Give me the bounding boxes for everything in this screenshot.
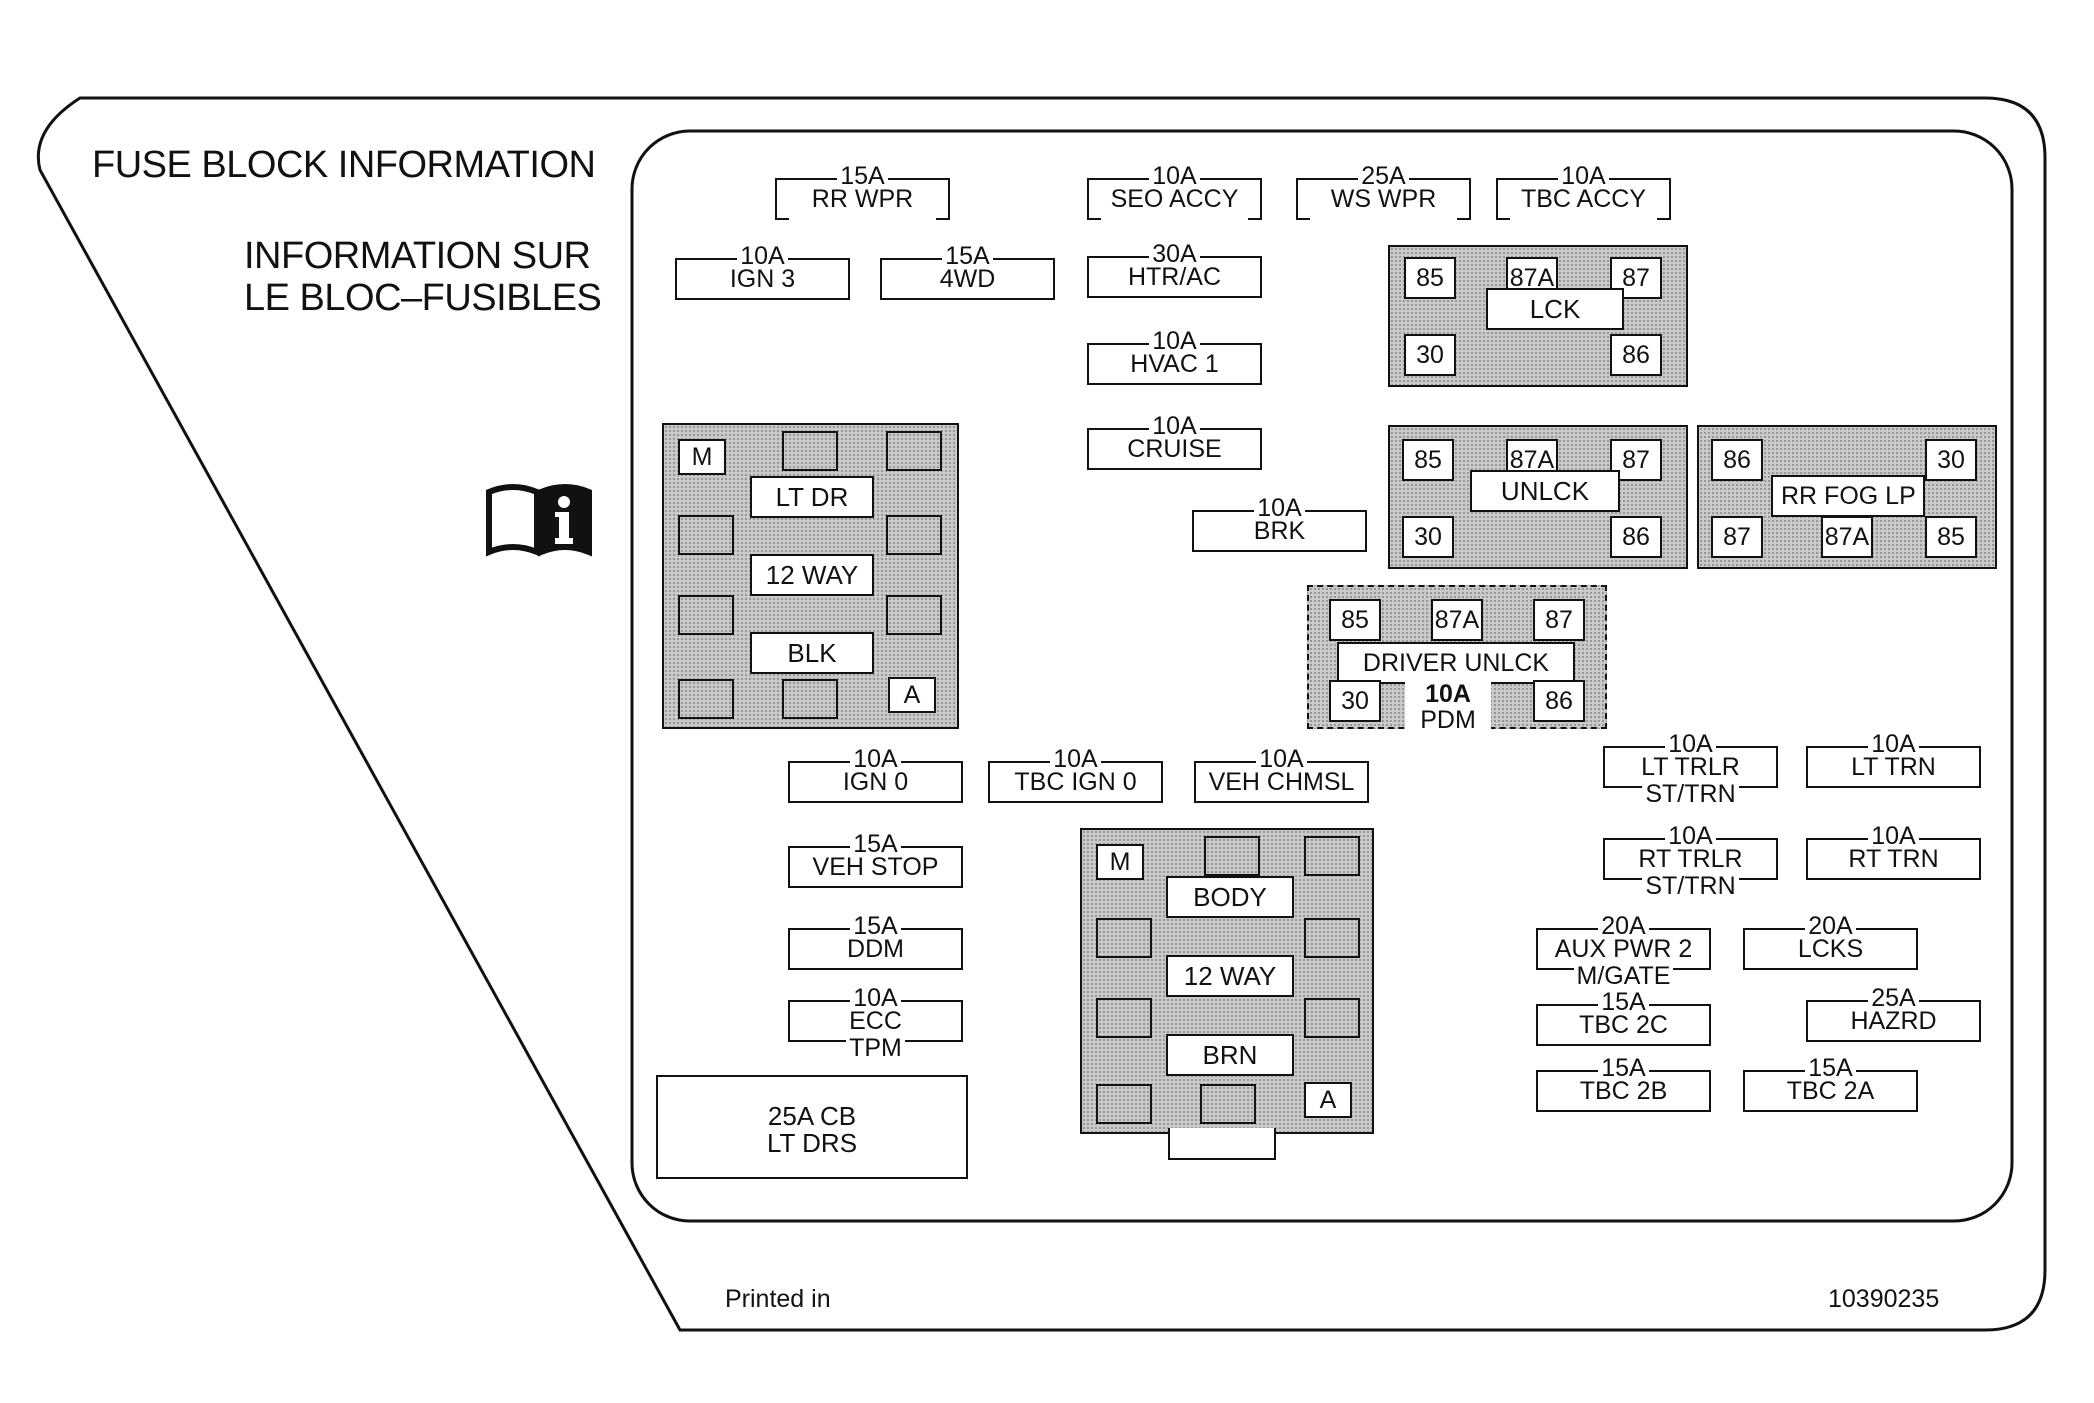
pdm-fuse: 10A PDM xyxy=(1405,680,1491,733)
relay-pin: 85 xyxy=(1402,439,1454,481)
relay-pin: 86 xyxy=(1711,439,1763,481)
fuse-cruise: 10A CRUISE xyxy=(1087,412,1262,470)
circuit-breaker-lt-drs: 25A CB LT DRS xyxy=(656,1075,968,1179)
relay-pin: 87 xyxy=(1610,439,1662,481)
title-french-line2: LE BLOC–FUSIBLES xyxy=(244,277,602,319)
fuse-tbc-2a: 15A TBC 2A xyxy=(1743,1054,1918,1112)
fuse-4wd: 15A 4WD xyxy=(880,242,1055,300)
connector-label: BLK xyxy=(750,632,874,674)
fuse-tbc-2b: 15A TBC 2B xyxy=(1536,1054,1711,1112)
relay-pin: 86 xyxy=(1533,680,1585,722)
connector-cavity xyxy=(1200,1084,1256,1124)
fuse-seo-accy: 10A SEO ACCY xyxy=(1087,162,1262,220)
relay-pin: 85 xyxy=(1404,257,1456,299)
connector-cavity xyxy=(1304,998,1360,1038)
relay-pin: 86 xyxy=(1610,334,1662,376)
connector-label: 12 WAY xyxy=(750,554,874,596)
connector-lt-dr: M LT DR 12 WAY BLK A xyxy=(662,423,959,729)
connector-cavity xyxy=(886,515,942,555)
relay-pin: 86 xyxy=(1610,516,1662,558)
inner-border xyxy=(630,129,2014,1223)
fuse-hazrd: 25A HAZRD xyxy=(1806,984,1981,1042)
fuse-lcks: 20A LCKS xyxy=(1743,912,1918,970)
connector-pin-a: A xyxy=(1304,1082,1352,1118)
relay-pin: 30 xyxy=(1404,334,1456,376)
connector-pin-m: M xyxy=(1096,844,1144,880)
connector-label: LT DR xyxy=(750,476,874,518)
relay-pin: 87A xyxy=(1431,599,1483,641)
part-number: 10390235 xyxy=(1828,1285,1940,1313)
relay-pin: 87A xyxy=(1821,516,1873,558)
fuse-hvac-1: 10A HVAC 1 xyxy=(1087,327,1262,385)
fuse-lt-trn: 10A LT TRN xyxy=(1806,730,1981,788)
connector-cavity xyxy=(1096,1084,1152,1124)
fuse-veh-stop: 15A VEH STOP xyxy=(788,830,963,888)
connector-cavity xyxy=(782,679,838,719)
connector-cavity xyxy=(678,515,734,555)
fuse-ddm: 15A DDM xyxy=(788,912,963,970)
relay-label: DRIVER UNLCK xyxy=(1337,642,1575,684)
relay-pin: 87 xyxy=(1711,516,1763,558)
fuse-tbc-ign-0: 10A TBC IGN 0 xyxy=(988,745,1163,803)
fuse-rt-trn: 10A RT TRN xyxy=(1806,822,1981,880)
fuse-ign-0: 10A IGN 0 xyxy=(788,745,963,803)
fuse-ign-3: 10A IGN 3 xyxy=(675,242,850,300)
relay-pin: 30 xyxy=(1925,439,1977,481)
relay-pin: 30 xyxy=(1329,680,1381,722)
fuse-veh-chmsl: 10A VEH CHMSL xyxy=(1194,745,1369,803)
connector-pin-m: M xyxy=(678,439,726,475)
relay-pin: 87 xyxy=(1610,257,1662,299)
fuse-aux-pwr-2: 20A AUX PWR 2 M/GATE xyxy=(1536,912,1711,990)
connector-pin-a: A xyxy=(888,677,936,713)
fuse-tbc-2c: 15A TBC 2C xyxy=(1536,988,1711,1046)
connector-cavity xyxy=(1096,998,1152,1038)
fuse-rt-trlr-st-trn: 10A RT TRLR ST/TRN xyxy=(1603,822,1778,900)
relay-label: UNLCK xyxy=(1470,470,1620,512)
title-english: FUSE BLOCK INFORMATION xyxy=(92,144,596,186)
relay-pin: 30 xyxy=(1402,516,1454,558)
connector-label: BODY xyxy=(1166,876,1294,918)
outer-border xyxy=(36,96,2047,1332)
connector-cavity xyxy=(782,431,838,471)
connector-cavity xyxy=(1304,836,1360,876)
owner-manual-info-icon xyxy=(486,484,592,557)
printed-in-text: Printed in xyxy=(725,1285,831,1313)
fuse-ws-wpr: 25A WS WPR xyxy=(1296,162,1471,220)
connector-cavity xyxy=(886,595,942,635)
relay-pin: 85 xyxy=(1329,599,1381,641)
relay-label: RR FOG LP xyxy=(1771,475,1925,517)
connector-cavity xyxy=(1204,836,1260,876)
title-french-line1: INFORMATION SUR xyxy=(244,235,591,277)
relay-driver-unlck: 85 87A 87 DRIVER UNLCK 30 86 10A PDM xyxy=(1307,585,1607,733)
fuse-htr-ac: 30A HTR/AC xyxy=(1087,240,1262,298)
fuse-tbc-accy: 10A TBC ACCY xyxy=(1496,162,1671,220)
connector-label: 12 WAY xyxy=(1166,955,1294,997)
fuse-ecc-tpm: 10A ECC TPM xyxy=(788,984,963,1062)
relay-pin: 85 xyxy=(1925,516,1977,558)
relay-pin: 87 xyxy=(1533,599,1585,641)
relay-unlck: 85 87A 87 UNLCK 30 86 xyxy=(1388,425,1688,569)
fuse-brk: 10A BRK xyxy=(1192,494,1367,552)
connector-body: M BODY 12 WAY BRN A xyxy=(1080,828,1374,1134)
connector-cavity xyxy=(886,431,942,471)
relay-label: LCK xyxy=(1486,288,1624,330)
fuse-rr-wpr: 15A RR WPR xyxy=(775,162,950,220)
connector-cavity xyxy=(1096,918,1152,958)
connector-tab xyxy=(1168,1128,1276,1160)
connector-label: BRN xyxy=(1166,1034,1294,1076)
relay-rr-fog-lp: 86 30 RR FOG LP 87 87A 85 xyxy=(1697,425,1997,569)
connector-cavity xyxy=(678,679,734,719)
connector-cavity xyxy=(678,595,734,635)
fuse-lt-trlr-st-trn: 10A LT TRLR ST/TRN xyxy=(1603,730,1778,808)
relay-lck: 85 87A 87 LCK 30 86 xyxy=(1388,245,1688,387)
connector-cavity xyxy=(1304,918,1360,958)
